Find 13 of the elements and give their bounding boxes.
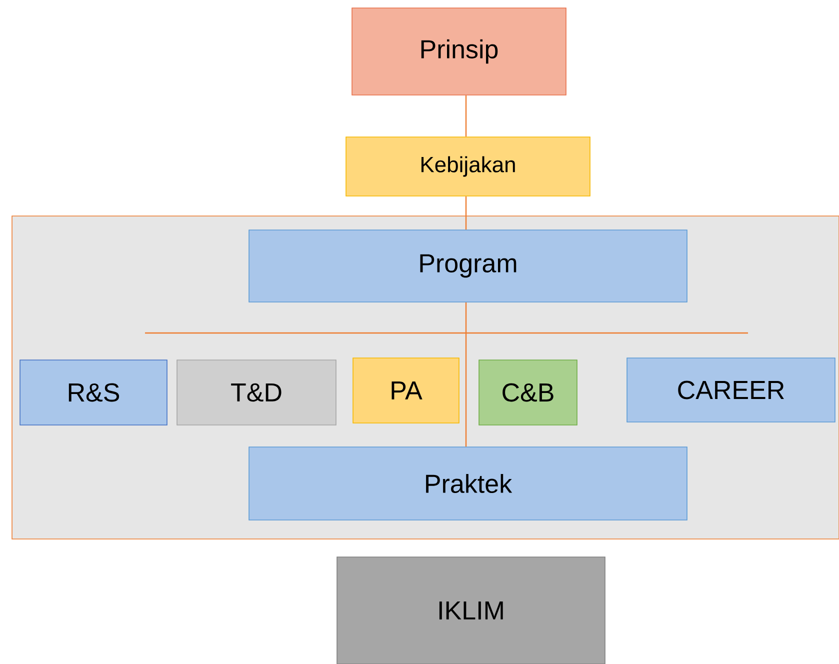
process-box: Program bbox=[248, 230, 688, 302]
process-box: C&B bbox=[478, 360, 578, 426]
process-box: T&D bbox=[176, 360, 336, 426]
process-box: PA bbox=[352, 358, 460, 424]
process-box: Praktek bbox=[248, 446, 688, 520]
process-box: CAREER bbox=[626, 358, 836, 422]
process-box: IKLIM bbox=[336, 556, 606, 664]
process-box: R&S bbox=[20, 360, 168, 426]
connector-line bbox=[465, 302, 467, 447]
process-box: Kebijakan bbox=[346, 136, 590, 196]
process-box: Prinsip bbox=[352, 8, 566, 96]
connector-line bbox=[465, 95, 467, 137]
connector-line bbox=[465, 196, 467, 230]
